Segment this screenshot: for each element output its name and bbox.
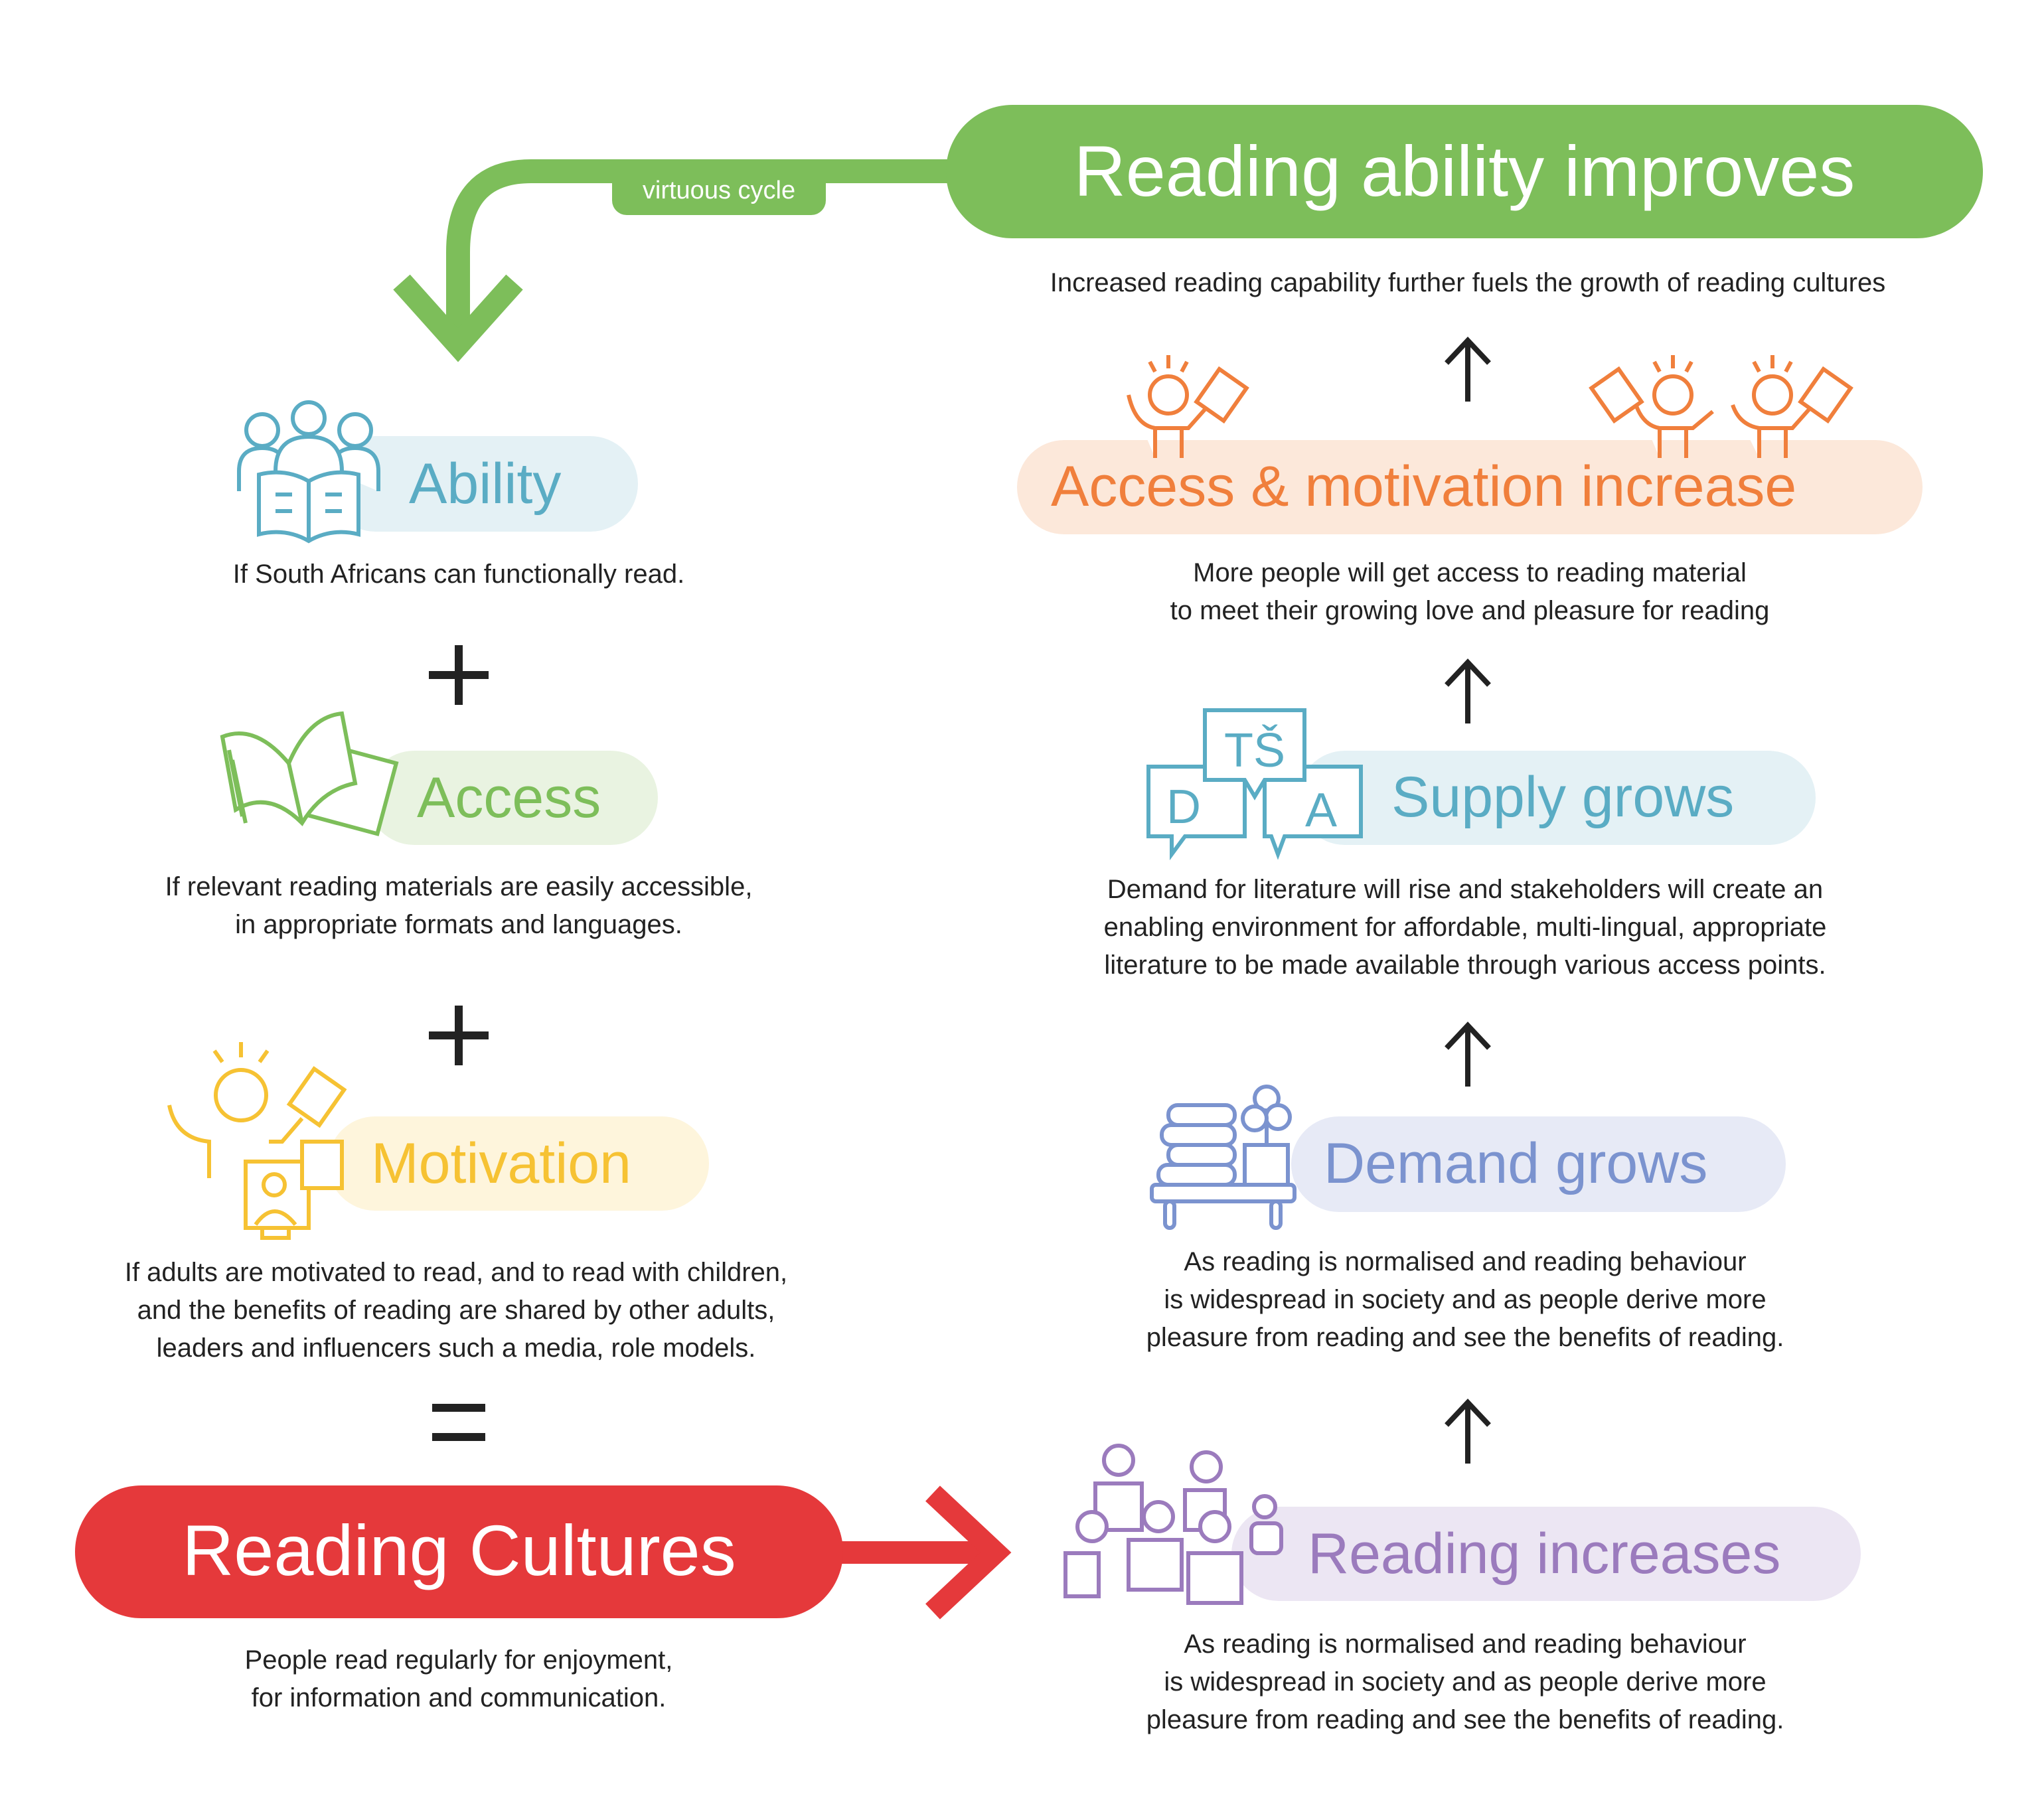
plus-icon — [429, 645, 489, 705]
up-arrow-icon — [1445, 337, 1491, 402]
motivation-pill — [328, 1116, 709, 1211]
reading-increases-label: Reading increases — [1308, 1522, 1781, 1586]
demand-grows-desc: As reading is normalised and reading beh… — [1146, 1243, 1784, 1357]
desc-line: If South Africans can functionally read. — [232, 560, 685, 589]
motivation-desc: If adults are motivated to read, and to … — [125, 1254, 787, 1367]
desc-line: pleasure from reading and see the benefi… — [1146, 1323, 1784, 1352]
icon-letter-ts: TŠ — [1224, 724, 1285, 777]
reading-cultures-label: Reading Cultures — [182, 1510, 736, 1590]
desc-line: for information and communication. — [251, 1683, 667, 1712]
books-shelf-flower-icon — [1150, 1085, 1297, 1230]
desc-line: If relevant reading materials are easily… — [165, 872, 753, 901]
desc-line: is widespread in society and as people d… — [1164, 1667, 1767, 1697]
equals-icon — [432, 1404, 485, 1441]
up-arrow-icon — [1445, 1022, 1491, 1087]
desc-line: in appropriate formats and languages. — [235, 910, 682, 939]
reading-increases-pill — [1231, 1507, 1861, 1601]
top-subtitle: Increased reading capability further fue… — [1050, 268, 1886, 297]
supply-grows-pill — [1298, 751, 1816, 845]
motivated-reader-icon — [167, 1042, 347, 1240]
access-motivation-label: Access & motivation increase — [1051, 455, 1797, 518]
group-reading-icon — [1063, 1444, 1283, 1605]
access-motivation-desc: More people will get access to reading m… — [1170, 554, 1770, 630]
desc-line: As reading is normalised and reading beh… — [1184, 1629, 1747, 1659]
access-desc: If relevant reading materials are easily… — [165, 868, 753, 944]
desc-line: As reading is normalised and reading beh… — [1184, 1247, 1747, 1276]
reading-ability-improves-title: Reading ability improves — [1073, 131, 1855, 211]
reading-cultures-desc: People read regularly for enjoyment, for… — [245, 1641, 673, 1717]
up-arrow-icon — [1445, 1399, 1491, 1464]
virtuous-cycle-label — [612, 166, 826, 215]
access-motivation-pill — [1017, 440, 1923, 534]
access-label: Access — [417, 766, 601, 830]
desc-line: literature to be made available through … — [1104, 950, 1826, 980]
open-book-tablet-icon — [220, 711, 399, 836]
icon-letter-a: A — [1305, 784, 1337, 837]
access-pill — [367, 751, 658, 845]
supply-grows-label: Supply grows — [1391, 765, 1735, 829]
cheering-readers-icon — [1127, 355, 1853, 458]
icon-letter-d: D — [1166, 781, 1201, 834]
ability-desc: If South Africans can functionally read. — [233, 556, 684, 593]
demand-grows-label: Demand grows — [1324, 1132, 1708, 1195]
desc-line: More people will get access to reading m… — [1193, 558, 1747, 587]
reading-cultures-pill — [75, 1485, 843, 1618]
desc-line: People read regularly for enjoyment, — [244, 1645, 673, 1675]
desc-line: Demand for literature will rise and stak… — [1107, 875, 1824, 904]
people-reading-book-icon — [237, 400, 380, 544]
plus-icon — [429, 1006, 489, 1065]
supply-grows-desc: Demand for literature will rise and stak… — [1104, 871, 1827, 984]
desc-line: is widespread in society and as people d… — [1164, 1285, 1767, 1314]
virtuous-cycle-text: virtuous cycle — [642, 177, 796, 204]
motivation-label: Motivation — [371, 1132, 631, 1195]
operator-plus-1: + — [0, 0, 1, 1]
desc-line: leaders and influencers such a media, ro… — [156, 1333, 756, 1363]
demand-grows-pill — [1291, 1116, 1786, 1212]
reading-ability-improves-pill — [946, 105, 1983, 238]
ability-label: Ability — [409, 452, 562, 516]
desc-line: If adults are motivated to read, and to … — [124, 1258, 788, 1287]
desc-line: enabling environment for affordable, mul… — [1103, 913, 1827, 942]
operator-plus-2: + — [0, 1, 1, 2]
desc-line: and the benefits of reading are shared b… — [137, 1296, 775, 1325]
reading-increases-desc: As reading is normalised and reading beh… — [1146, 1626, 1784, 1739]
speech-bubbles-icon: D TŠ A — [1146, 708, 1363, 861]
up-arrow-icon — [1445, 658, 1491, 723]
desc-line: pleasure from reading and see the benefi… — [1146, 1705, 1784, 1734]
desc-line: to meet their growing love and pleasure … — [1170, 596, 1770, 625]
